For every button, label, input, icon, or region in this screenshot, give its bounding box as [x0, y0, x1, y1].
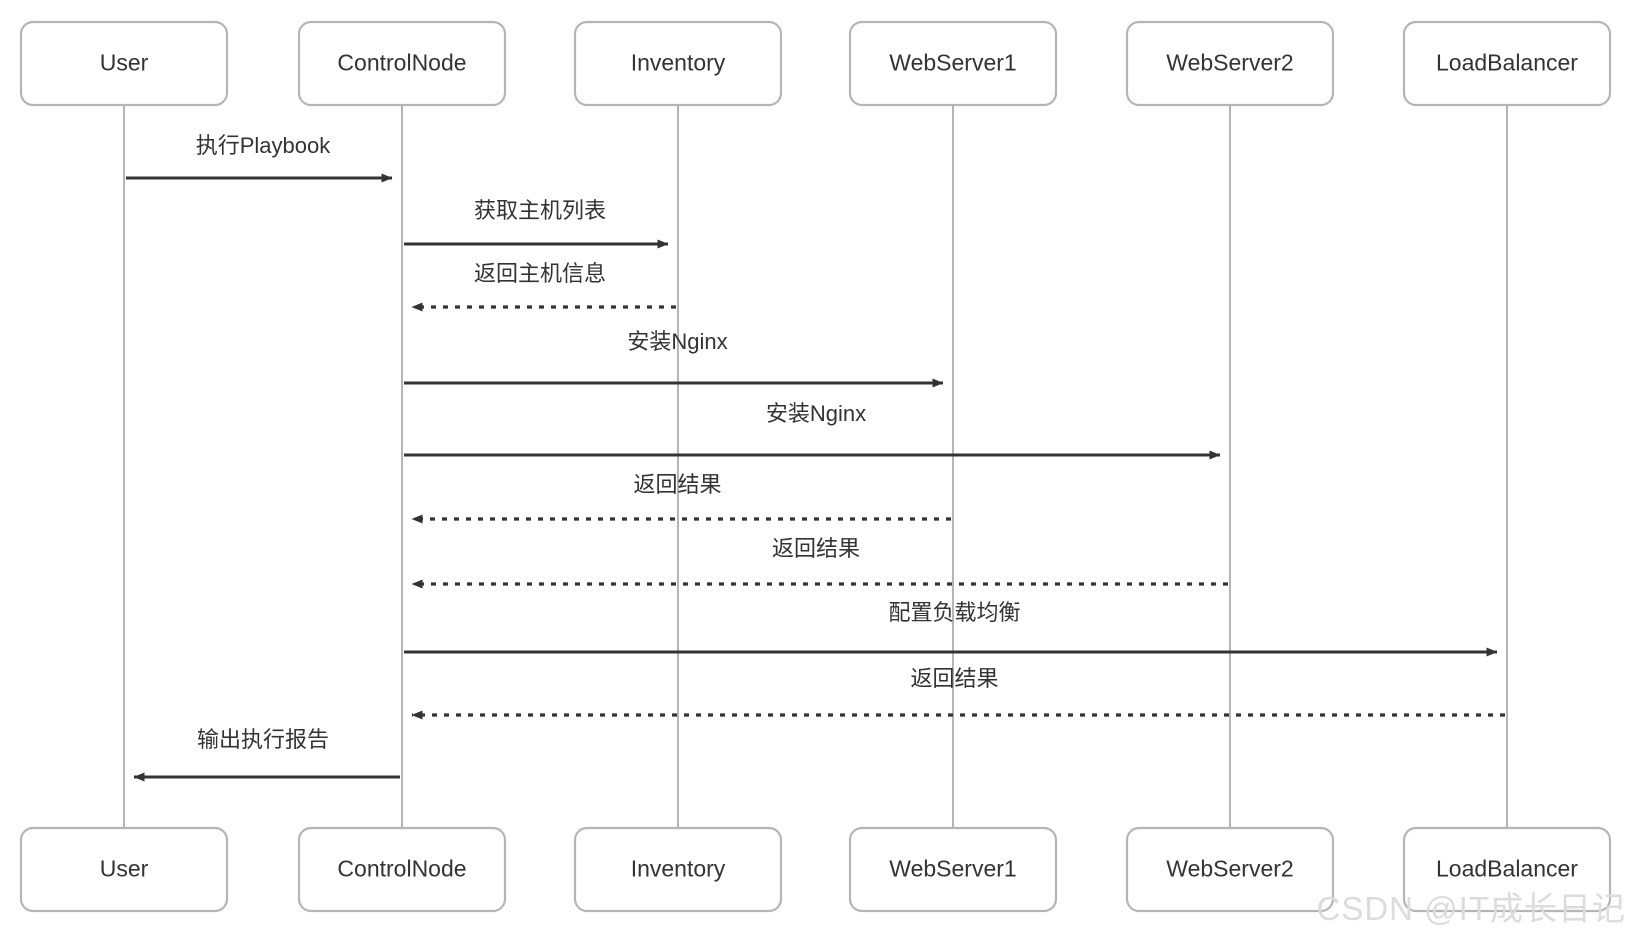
actor-label-bottom-webserver2: WebServer2: [1166, 856, 1293, 882]
actor-box-top-webserver1[interactable]: [848, 20, 1058, 107]
actor-label-bottom-webserver1: WebServer1: [889, 856, 1016, 882]
message-label-10: 输出执行报告: [197, 727, 329, 752]
actor-box-bottom-loadbalancer[interactable]: [1402, 826, 1612, 913]
actor-label-top-inventory: Inventory: [631, 50, 726, 76]
lifelines-group: [123, 105, 1508, 828]
actor-label-top-loadbalancer: LoadBalancer: [1436, 50, 1578, 76]
actor-boxes-top: User ControlNode Inventory WebServer1 WebSer…: [19, 20, 1612, 107]
message-label-2: 获取主机列表: [474, 198, 606, 223]
message-label-8: 配置负载均衡: [888, 600, 1020, 625]
message-label-9: 返回结果: [910, 666, 998, 691]
actor-label-top-user: User: [100, 50, 149, 76]
actor-box-bottom-webserver1[interactable]: [848, 826, 1058, 913]
actor-label-top-webserver1: WebServer1: [889, 50, 1016, 76]
message-label-5: 安装Nginx: [766, 401, 866, 426]
actor-label-bottom-inventory: Inventory: [631, 856, 726, 882]
actor-label-bottom-controlnode: ControlNode: [337, 856, 466, 882]
csdn-watermark: CSDN @IT成长日记: [1316, 890, 1626, 927]
actor-box-bottom-webserver2[interactable]: [1125, 826, 1335, 913]
actor-box-bottom-controlnode[interactable]: [297, 826, 507, 913]
actor-box-top-webserver2[interactable]: [1125, 20, 1335, 107]
message-label-7: 返回结果: [772, 536, 860, 561]
message-label-4: 安装Nginx: [627, 329, 727, 354]
actor-label-top-controlnode: ControlNode: [337, 50, 466, 76]
actor-box-bottom-user[interactable]: [19, 826, 229, 913]
actor-box-top-controlnode[interactable]: [297, 20, 507, 107]
message-label-6: 返回结果: [633, 472, 721, 497]
actor-box-bottom-inventory[interactable]: [573, 826, 783, 913]
actor-label-bottom-user: User: [100, 856, 149, 882]
actor-label-top-webserver2: WebServer2: [1166, 50, 1293, 76]
actor-box-top-inventory[interactable]: [573, 20, 783, 107]
actor-box-top-user[interactable]: [19, 20, 229, 107]
message-label-3: 返回主机信息: [474, 261, 606, 286]
actor-label-bottom-loadbalancer: LoadBalancer: [1436, 856, 1578, 882]
message-label-1: 执行Playbook: [196, 133, 332, 158]
actor-boxes-bottom: User ControlNode Inventory WebServer1 WebSer…: [19, 826, 1612, 913]
actor-box-top-loadbalancer[interactable]: [1402, 20, 1612, 107]
